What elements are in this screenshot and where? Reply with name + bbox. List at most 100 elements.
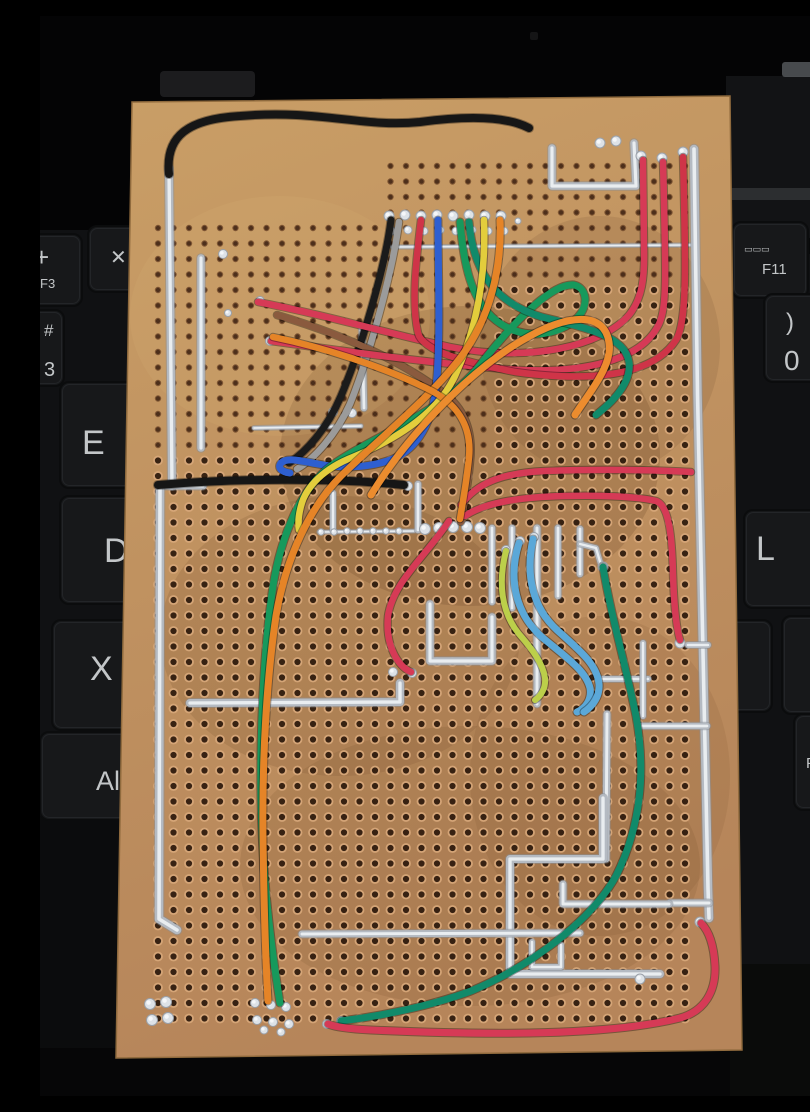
hole <box>495 891 503 899</box>
hole <box>371 922 379 930</box>
hole <box>371 658 379 666</box>
hole <box>542 736 550 744</box>
hole <box>155 225 160 230</box>
hole <box>604 550 612 558</box>
hole <box>526 829 534 837</box>
hole <box>464 798 472 806</box>
hole <box>403 318 408 323</box>
hole <box>217 225 222 230</box>
hole <box>651 225 656 230</box>
hole <box>449 813 457 821</box>
hole <box>495 689 503 697</box>
hole <box>372 225 377 230</box>
hole <box>589 163 594 168</box>
hole <box>387 736 395 744</box>
hole <box>217 318 222 323</box>
hole <box>371 798 379 806</box>
hole <box>263 457 271 465</box>
hole <box>557 720 565 728</box>
hole <box>170 875 178 883</box>
hole <box>666 627 674 635</box>
hole <box>294 674 302 682</box>
background-hinge-streak <box>160 71 255 97</box>
hole <box>681 674 689 682</box>
hole <box>185 627 193 635</box>
hole <box>619 457 627 465</box>
hole <box>388 179 393 184</box>
hole <box>264 380 269 385</box>
hole <box>309 627 317 635</box>
hole <box>557 813 565 821</box>
hole <box>371 953 379 961</box>
hole <box>201 658 209 666</box>
hole <box>278 736 286 744</box>
hole <box>263 503 271 511</box>
hole <box>201 519 209 527</box>
hole <box>295 411 300 416</box>
hole <box>666 767 674 775</box>
hole <box>340 550 348 558</box>
hole <box>295 241 300 246</box>
hole <box>340 953 348 961</box>
hole <box>371 906 379 914</box>
hole <box>155 365 160 370</box>
hole <box>481 427 486 432</box>
hole <box>681 550 689 558</box>
hole <box>247 813 255 821</box>
solder-pad-glint <box>516 219 518 221</box>
hole <box>465 179 470 184</box>
hole <box>186 334 191 339</box>
hole <box>216 643 224 651</box>
hole <box>247 875 255 883</box>
hole <box>248 442 253 447</box>
hole <box>186 272 191 277</box>
hole <box>605 225 610 230</box>
hole <box>666 410 674 418</box>
hole <box>340 984 348 992</box>
hole <box>278 689 286 697</box>
hole <box>495 937 503 945</box>
hole <box>433 751 441 759</box>
hole <box>371 534 379 542</box>
hole <box>650 441 658 449</box>
hole <box>340 565 348 573</box>
hole <box>387 922 395 930</box>
hole <box>450 442 455 447</box>
hole <box>279 287 284 292</box>
hole <box>433 457 441 465</box>
hole <box>542 906 550 914</box>
hole <box>403 163 408 168</box>
hole <box>294 751 302 759</box>
hole <box>495 395 503 403</box>
hole <box>357 272 362 277</box>
hole <box>247 922 255 930</box>
hole <box>340 782 348 790</box>
hole <box>263 550 271 558</box>
hole <box>666 953 674 961</box>
hole <box>635 937 643 945</box>
hole <box>433 472 441 480</box>
hole <box>619 891 627 899</box>
hole <box>294 798 302 806</box>
hole <box>512 225 517 230</box>
hole <box>681 457 689 465</box>
hole <box>573 426 581 434</box>
hole <box>433 968 441 976</box>
hole <box>604 643 612 651</box>
hole <box>232 519 240 527</box>
hole <box>325 860 333 868</box>
hole <box>666 379 674 387</box>
hole <box>201 612 209 620</box>
hole <box>619 519 627 527</box>
hole <box>681 829 689 837</box>
hole <box>527 194 532 199</box>
hole <box>201 581 209 589</box>
hole <box>450 287 455 292</box>
hole <box>480 705 488 713</box>
hole <box>681 922 689 930</box>
hole <box>326 365 331 370</box>
hole <box>635 395 643 403</box>
hole <box>310 365 315 370</box>
solder-pad-glint <box>476 524 480 528</box>
hole <box>403 287 408 292</box>
